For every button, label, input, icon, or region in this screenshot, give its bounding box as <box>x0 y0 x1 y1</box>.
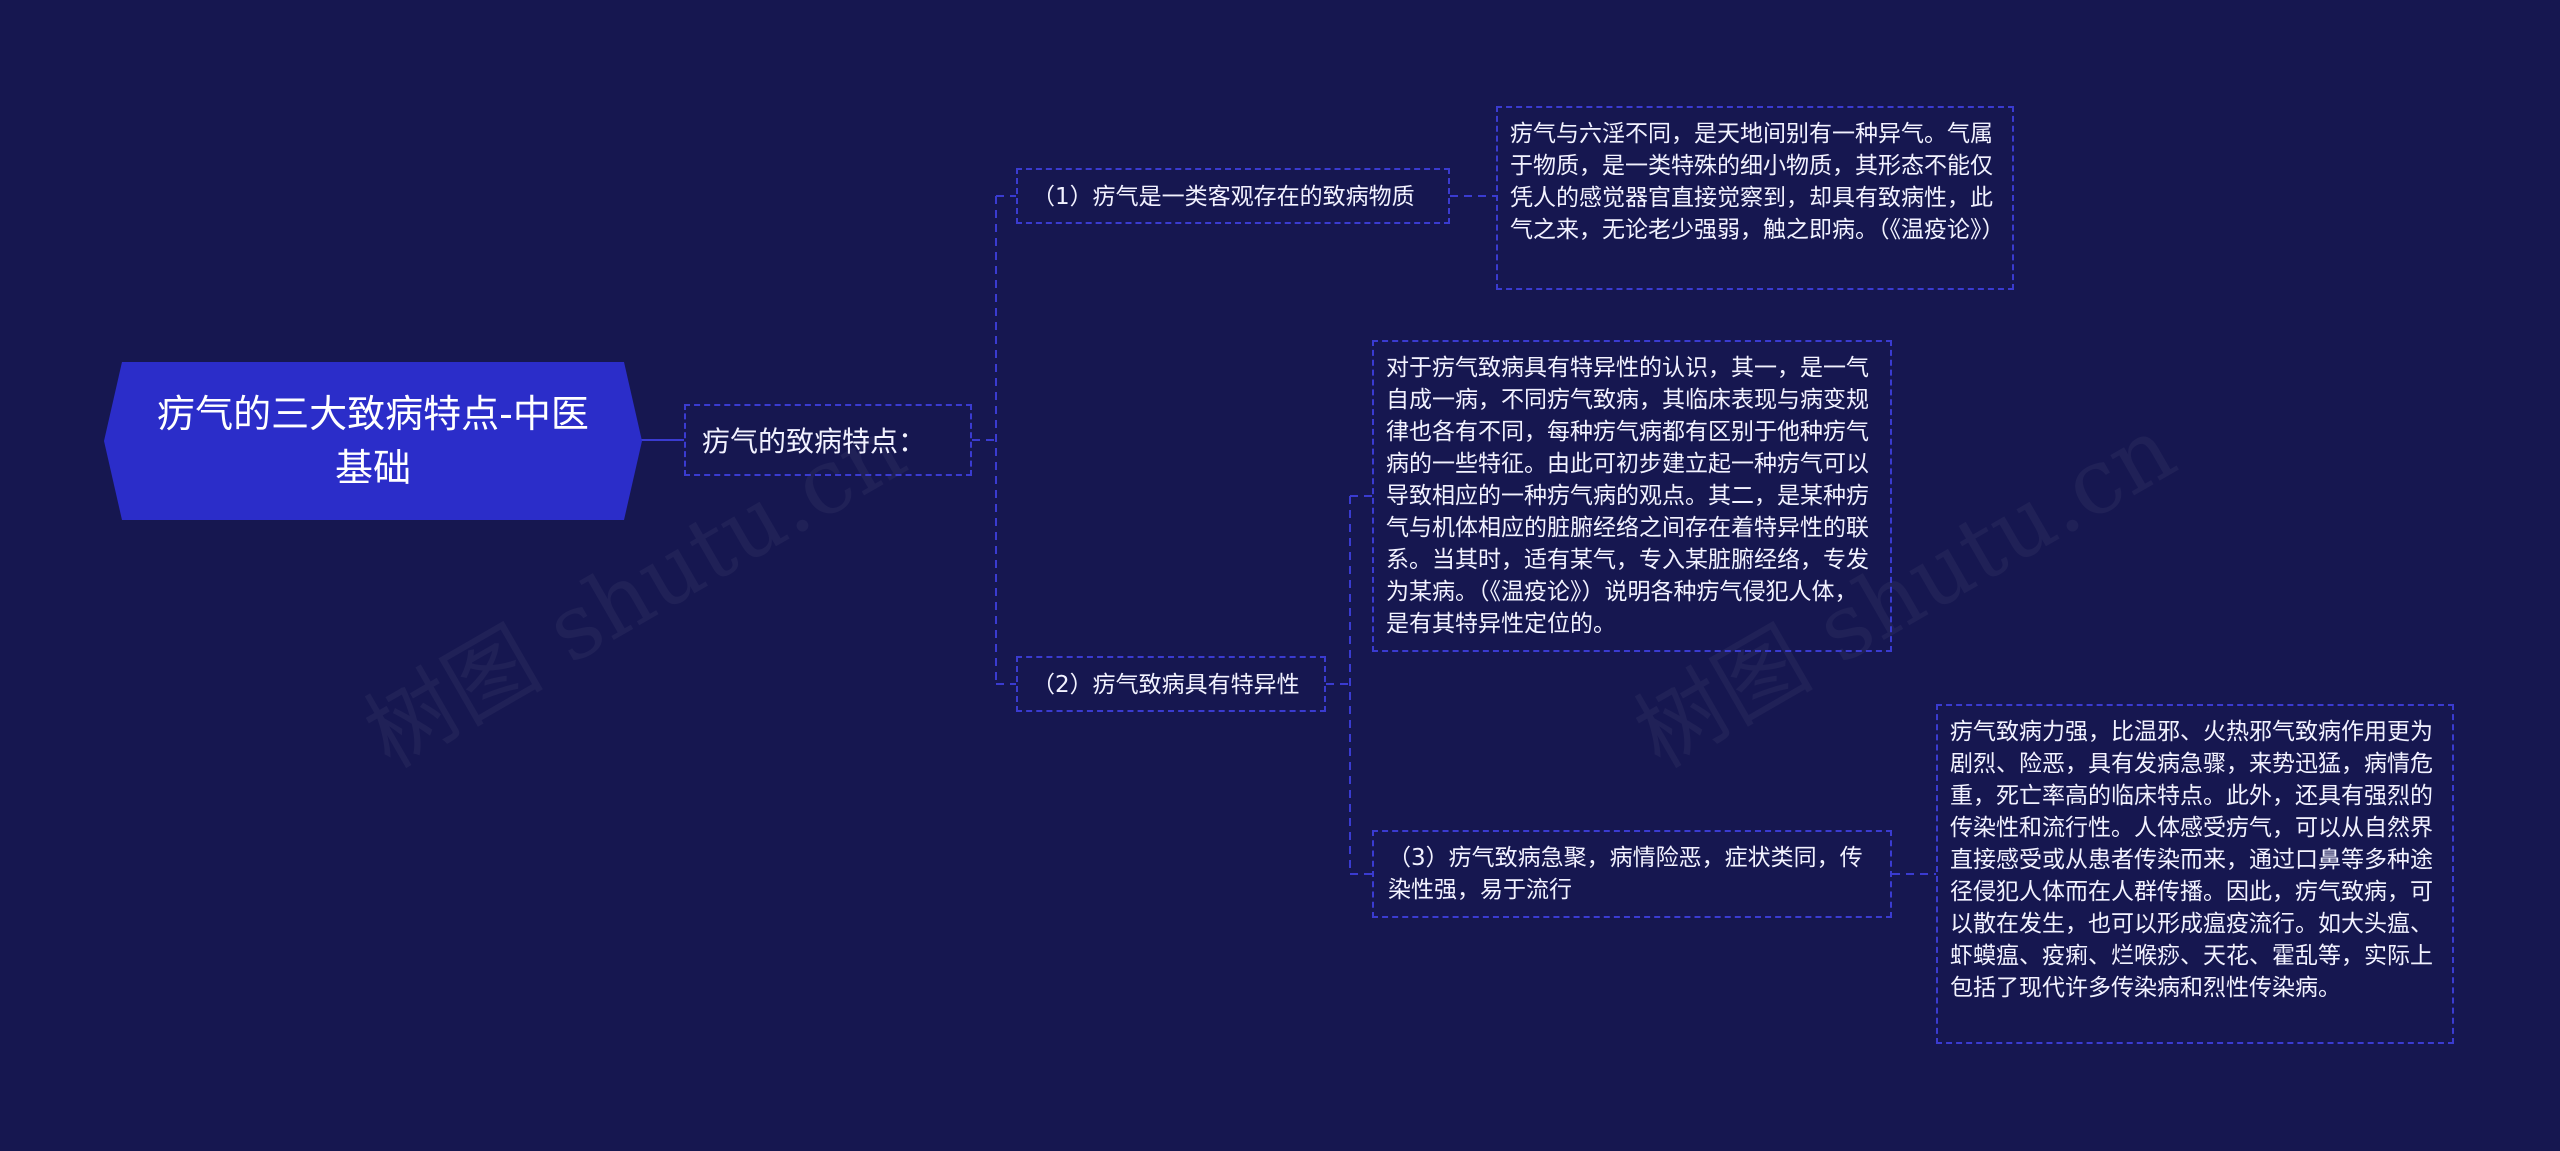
detail-node-1[interactable]: 疠气与六淫不同，是天地间别有一种异气。气属于物质，是一类特殊的细小物质，其形态不… <box>1496 106 2014 290</box>
root-node-shape <box>104 362 642 520</box>
item-node-1[interactable]: （1）疠气是一类客观存在的致病物质 <box>1016 168 1450 224</box>
item-node-2[interactable]: （2）疠气致病具有特异性 <box>1016 656 1326 712</box>
root-node[interactable]: 疠气的三大致病特点-中医基础 <box>104 362 642 520</box>
detail-node-2[interactable]: 对于疠气致病具有特异性的认识，其一，是一气自成一病，不同疠气致病，其临床表现与病… <box>1372 340 1892 652</box>
branch-node[interactable]: 疠气的致病特点： <box>684 404 972 476</box>
detail-node-3[interactable]: 疠气致病力强，比温邪、火热邪气致病作用更为剧烈、险恶，具有发病急骤，来势迅猛，病… <box>1936 704 2454 1044</box>
root-title: 疠气的三大致病特点-中医基础 <box>157 392 589 490</box>
item-node-3[interactable]: （3）疠气致病急聚，病情险恶，症状类同，传染性强，易于流行 <box>1372 830 1892 918</box>
